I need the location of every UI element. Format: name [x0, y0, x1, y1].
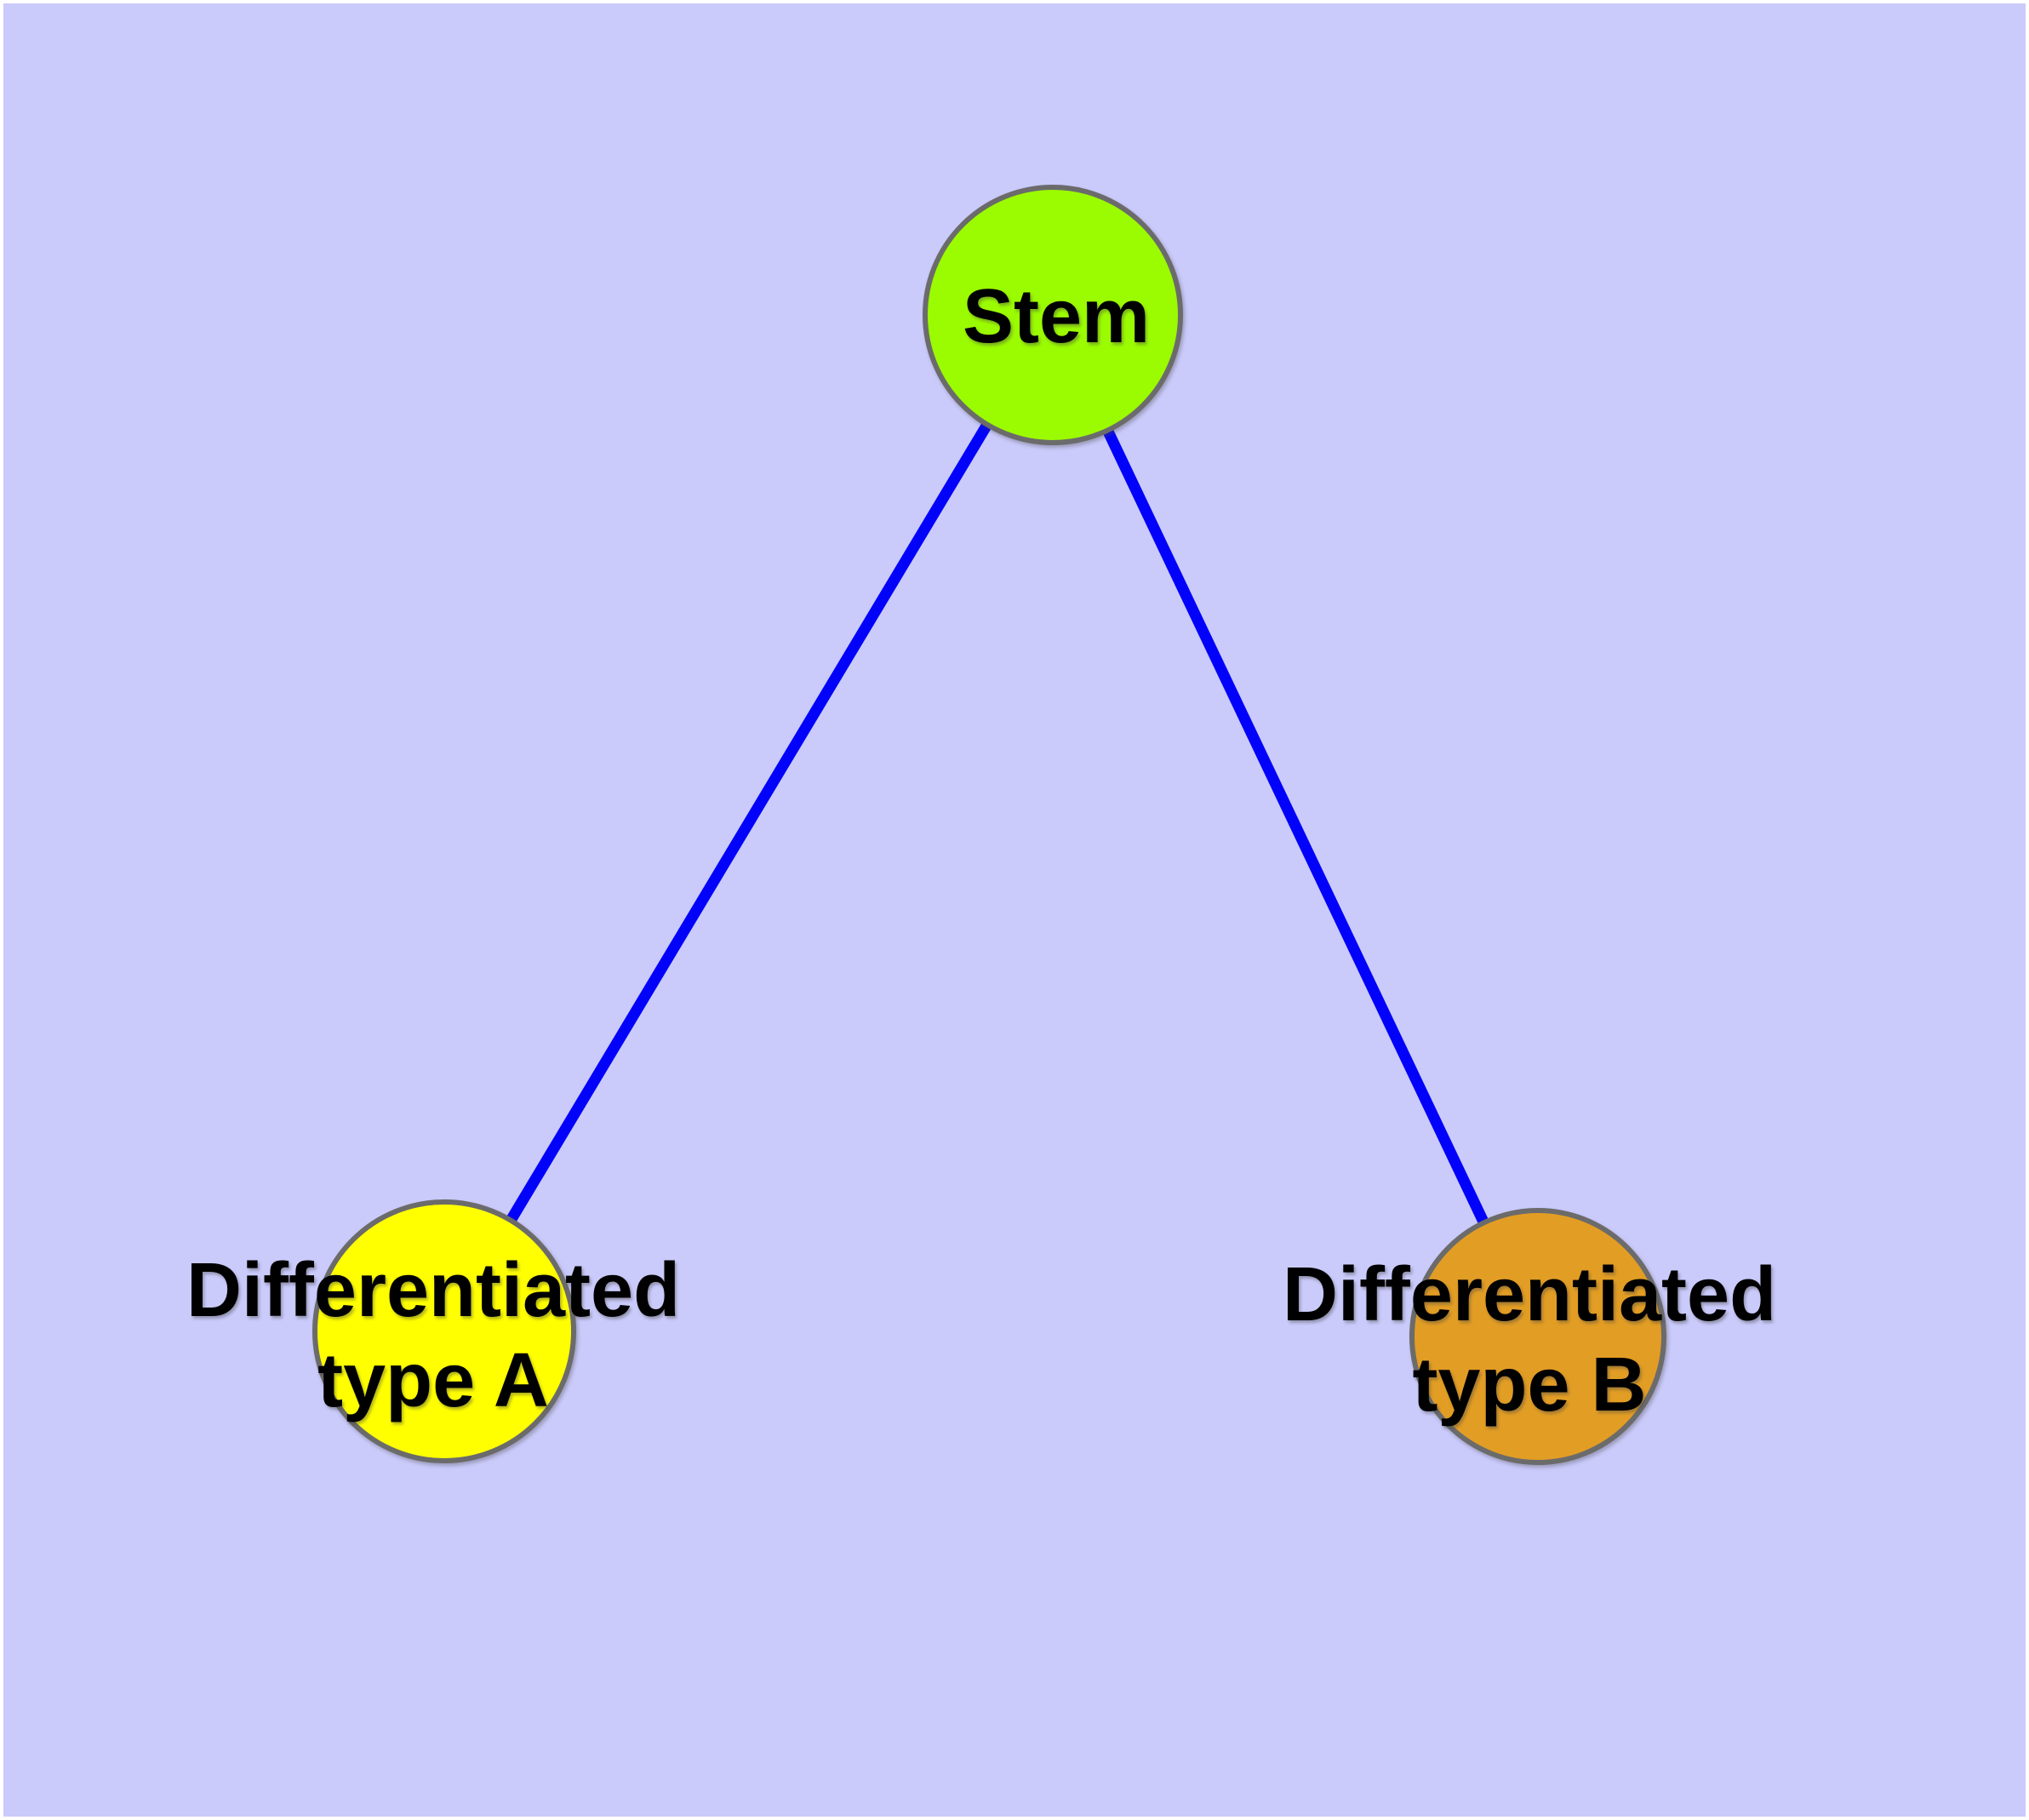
node-type-a-circle — [312, 1199, 576, 1463]
graph-svg — [312, 185, 1666, 1465]
node-type-b-circle — [1409, 1208, 1666, 1465]
edge-stem-to-type-a — [439, 312, 1058, 1335]
diagram-canvas: Stem Differentiated type A Differentiate… — [3, 3, 2026, 1817]
edge-stem-to-type-b — [1048, 312, 1543, 1339]
node-stem-circle — [923, 185, 1183, 445]
